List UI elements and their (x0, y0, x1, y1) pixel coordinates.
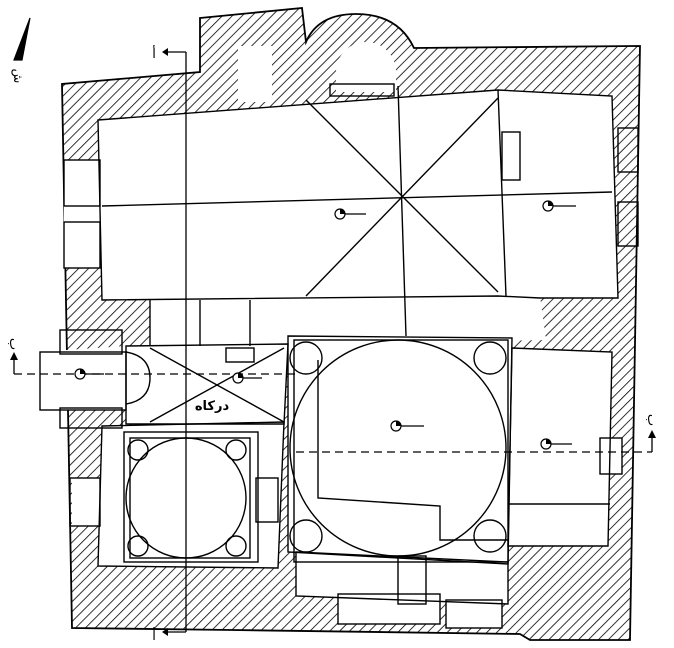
dome-marker-porch (74, 368, 104, 380)
dome-marker-east (540, 438, 572, 450)
section-a-bottom-arrow (162, 628, 168, 636)
section-b-right-arrow (648, 430, 656, 438)
section-a-bottom-label: أ (152, 627, 156, 644)
north-label: ش (10, 69, 25, 84)
dome-marker-hall-east (542, 200, 576, 212)
dome-marker-central (390, 420, 424, 432)
room-outlines (39, 83, 639, 629)
section-b-right-label: ب (644, 414, 659, 426)
entrance-label: دركاه (195, 399, 230, 414)
section-a-top-arrow (162, 48, 168, 56)
section-arrows (10, 48, 656, 636)
wall-mass (61, 7, 641, 641)
dome-marker-hall (334, 208, 366, 220)
section-b-left-arrow (10, 352, 18, 360)
north-arrow-icon (13, 17, 31, 61)
section-b-left-label: ب (6, 338, 21, 350)
section-a-top-label: أ (152, 45, 156, 62)
dome-markers (74, 200, 576, 450)
dome-marker-vestibule (232, 372, 262, 384)
